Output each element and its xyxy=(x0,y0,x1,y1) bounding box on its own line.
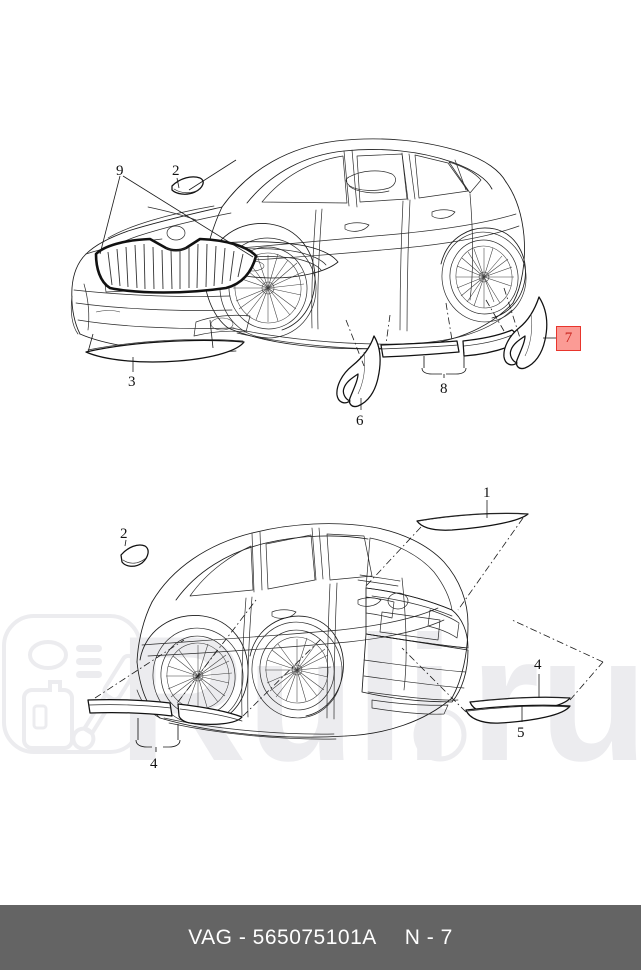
callout-leader-5 xyxy=(401,647,523,722)
catalog-section-code: N - 7 xyxy=(404,925,453,949)
callout-leader-9 xyxy=(99,175,254,258)
diagram-artboard: Ruli ru xyxy=(2,138,641,798)
footer-text-group: VAG - 565075101A N - 7 xyxy=(188,926,453,950)
callout-leader-2-front xyxy=(176,159,237,191)
callout-leader-4-left xyxy=(94,599,323,752)
part-2-mirror-cap-rear xyxy=(120,544,149,567)
part-3-front-spoiler xyxy=(85,339,245,363)
manufacturer-part-number: VAG - 565075101A xyxy=(188,925,377,949)
callout-number-1: 1 xyxy=(483,485,491,501)
part-1-rear-spoiler xyxy=(416,512,529,531)
callout-leader-1 xyxy=(365,500,524,611)
callout-number-5: 5 xyxy=(517,725,525,741)
callout-number-6: 6 xyxy=(356,413,364,429)
part-9-radiator-grille xyxy=(94,237,258,294)
callout-leader-2-rear xyxy=(124,539,127,547)
callout-number-7: 7 xyxy=(564,330,573,346)
part-4-sill-moldings-left xyxy=(87,699,243,725)
callout-number-8: 8 xyxy=(440,381,448,397)
callout-leader-4-right xyxy=(511,619,604,701)
callout-number-9: 9 xyxy=(116,163,124,179)
part-7-mud-flap-rear xyxy=(503,296,548,370)
car-rear-view xyxy=(87,512,571,740)
part-2-mirror-cap-front xyxy=(171,176,204,195)
callout-leader-6 xyxy=(345,319,365,410)
callout-leader-3 xyxy=(87,319,214,372)
footer-bar: VAG - 565075101A N - 7 xyxy=(0,905,641,970)
callout-number-2-front: 2 xyxy=(172,163,180,179)
callout-number-3: 3 xyxy=(128,374,136,390)
callout-number-4-right: 4 xyxy=(534,657,542,673)
car-front-view xyxy=(70,138,548,408)
callout-number-4-left: 4 xyxy=(150,756,158,772)
callout-layer: 9 2 3 6 xyxy=(87,159,604,772)
part-4-5-rear-bumper-trim xyxy=(465,696,571,724)
watermark-logo xyxy=(2,614,142,754)
callout-leader-7 xyxy=(503,287,556,339)
callout-leader-8 xyxy=(385,299,505,378)
callout-number-7-highlight[interactable]: 7 xyxy=(556,326,581,351)
line-art-layer xyxy=(70,138,571,740)
part-6-mud-flap-front xyxy=(336,335,381,408)
callout-number-2-rear: 2 xyxy=(120,526,128,542)
